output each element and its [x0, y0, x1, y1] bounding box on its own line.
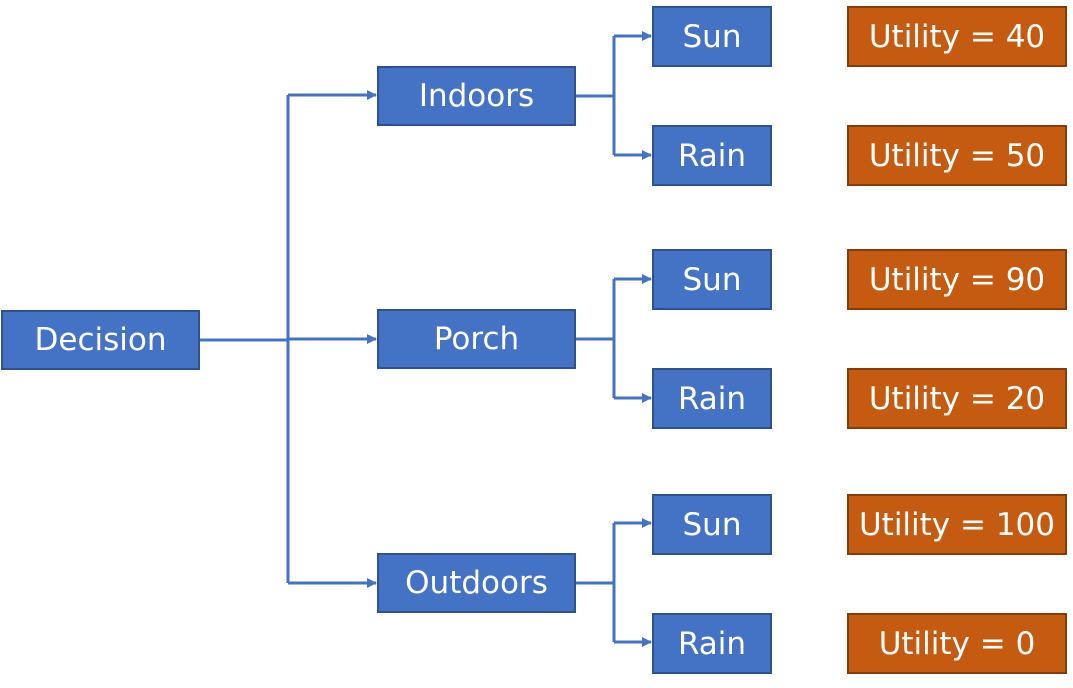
utility-box-outdoors-rain: Utility = 0	[847, 613, 1067, 674]
weather-node-indoors-rain: Rain	[652, 125, 772, 186]
option-node-indoors: Indoors	[377, 66, 576, 126]
weather-label: Sun	[682, 506, 742, 543]
utility-label: Utility = 100	[858, 506, 1056, 543]
utility-label: Utility = 0	[878, 625, 1036, 662]
option-node-outdoors: Outdoors	[377, 553, 576, 613]
weather-label: Sun	[682, 261, 742, 298]
option-label: Indoors	[418, 78, 535, 114]
utility-box-indoors-sun: Utility = 40	[847, 6, 1067, 67]
option-label: Porch	[433, 321, 520, 357]
option-label: Outdoors	[405, 565, 548, 601]
weather-label: Sun	[682, 18, 742, 55]
utility-label: Utility = 40	[868, 18, 1046, 55]
decision-node: Decision	[1, 310, 200, 370]
utility-box-porch-rain: Utility = 20	[847, 368, 1067, 429]
utility-label: Utility = 50	[868, 137, 1046, 174]
weather-node-indoors-sun: Sun	[652, 6, 772, 67]
utility-box-outdoors-sun: Utility = 100	[847, 494, 1067, 555]
weather-node-outdoors-rain: Rain	[652, 613, 772, 674]
weather-node-porch-sun: Sun	[652, 249, 772, 310]
utility-box-porch-sun: Utility = 90	[847, 249, 1067, 310]
utility-label: Utility = 20	[868, 380, 1046, 417]
weather-label: Rain	[677, 625, 747, 662]
weather-node-outdoors-sun: Sun	[652, 494, 772, 555]
utility-box-indoors-rain: Utility = 50	[847, 125, 1067, 186]
weather-label: Rain	[677, 137, 747, 174]
weather-node-porch-rain: Rain	[652, 368, 772, 429]
option-node-porch: Porch	[377, 309, 576, 369]
weather-label: Rain	[677, 380, 747, 417]
decision-label: Decision	[34, 322, 167, 358]
utility-label: Utility = 90	[868, 261, 1046, 298]
